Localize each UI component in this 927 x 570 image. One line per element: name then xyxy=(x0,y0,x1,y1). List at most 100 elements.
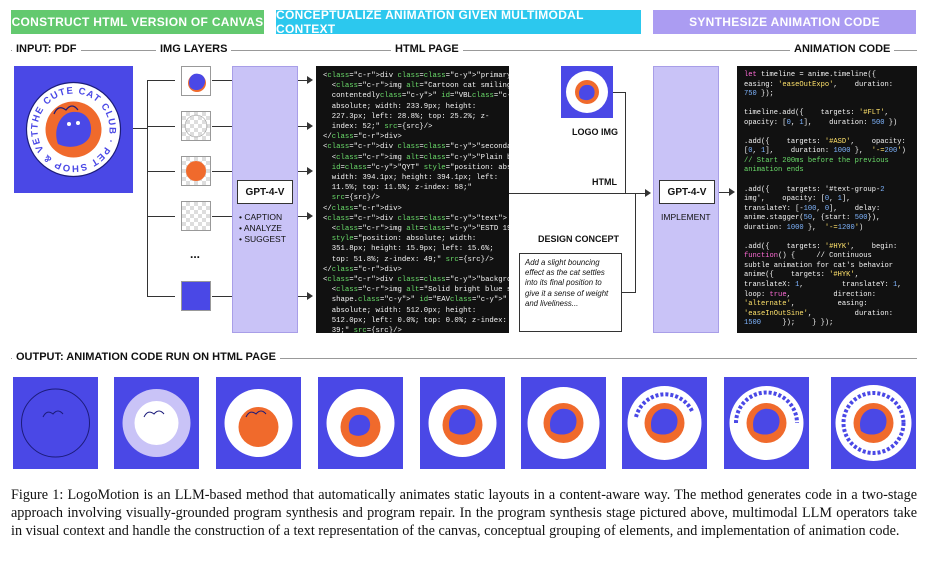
frame-logo-icon xyxy=(729,386,804,460)
arrow-line xyxy=(212,216,232,217)
input-pdf-logo: THE CUTE CAT CLUB · PET SHOP & VET · xyxy=(12,58,133,193)
html-code-line: 227.3px; left: 28.8%; top: 25.2%; z- xyxy=(323,112,490,121)
arrow-line xyxy=(622,292,635,293)
html-code-line: 11.5%; top: 11.5%; z-index: 58;" xyxy=(323,184,472,193)
html-code-line: <class="c-r">img alt="Solid bright blue … xyxy=(323,286,509,295)
label-input-pdf: INPUT: PDF xyxy=(12,43,81,55)
frame-logo-icon xyxy=(835,385,912,461)
label-html: HTML xyxy=(592,177,617,187)
output-frame-8 xyxy=(724,377,809,469)
frame-logo-icon xyxy=(122,389,191,457)
arrow-line xyxy=(212,296,232,297)
anim-code-line: duration: 1000 }, '-=1200') xyxy=(744,223,864,232)
outline-layer-icon xyxy=(184,114,208,138)
arrowhead xyxy=(307,212,313,220)
html-code-line: 512.0px; left: 0.0%; top: 0.0%; z-index: xyxy=(323,316,507,325)
frame-logo-icon xyxy=(21,388,90,458)
anim-code-line: 750 }); xyxy=(744,90,774,99)
anim-code-line xyxy=(744,100,910,110)
html-code-line: 39;" src={src}/> xyxy=(323,327,402,333)
gpt-4v-box-right: GPT-4-V xyxy=(659,180,715,204)
anim-code-line: loop: true, direction: xyxy=(744,290,876,299)
html-code-line: </class="c-r">div> xyxy=(323,265,402,274)
arrow-line xyxy=(613,92,625,93)
anim-code-line: anime({ targets: '#HYK', xyxy=(744,271,859,280)
anim-code-line xyxy=(744,176,910,186)
html-code-line: <class="c-r">img alt="Cartoon cat smilin… xyxy=(323,82,509,91)
arrow-line xyxy=(298,296,308,297)
anim-code-line: translateY: [-100, 0], delay: xyxy=(744,204,881,213)
section-divider xyxy=(11,50,917,51)
output-divider xyxy=(11,358,917,359)
arrowhead xyxy=(645,189,651,197)
frame-logo-icon xyxy=(428,389,497,457)
anim-code-line: 'alternate', easing: xyxy=(744,300,868,309)
output-frame-1 xyxy=(13,377,98,469)
html-code-line: top: 51.8%; z-index: 49;" src={src}/> xyxy=(323,255,494,264)
html-code-line: id=class="c-y">"QYT" style="position: ab… xyxy=(331,163,509,172)
anim-code-line: // Start 200ms before the previous xyxy=(744,156,889,165)
frame-logo-icon xyxy=(627,386,702,460)
output-frame-6 xyxy=(521,377,606,469)
orange-circle-icon xyxy=(186,161,206,181)
html-code-line: index: 52;" src={src}/> xyxy=(323,123,433,132)
anim-code-line: img', opacity: [0, 1], xyxy=(744,195,851,204)
html-code-line: absolute; width: 233.9px; height: xyxy=(323,102,477,111)
cat-club-logo-icon: THE CUTE CAT CLUB · PET SHOP & VET · xyxy=(12,58,122,178)
arrowhead xyxy=(307,76,313,84)
label-animation-code: ANIMATION CODE xyxy=(790,43,895,55)
layer-outline xyxy=(181,111,211,141)
label-output: OUTPUT: ANIMATION CODE RUN ON HTML PAGE xyxy=(12,351,280,363)
html-code-line: shape.class="c-y">" id="EAVclass="c-y">"… xyxy=(323,296,509,305)
arrowhead xyxy=(307,167,313,175)
arrow-line xyxy=(212,126,232,127)
layer-text xyxy=(181,201,211,231)
logo-thumb-icon xyxy=(566,71,608,113)
anim-code-line: opacity: [0, 1], duration: 500 }) xyxy=(744,118,898,127)
arrow-line xyxy=(147,296,175,297)
html-code-line: <class="c-r">img alt=class="c-y">"ESTD 1… xyxy=(323,225,509,234)
html-code-line: src={src}/> xyxy=(331,194,380,203)
anim-code-line: 1500 }); } }); xyxy=(744,319,834,328)
arrow-line xyxy=(298,80,308,81)
arrow-line xyxy=(147,126,175,127)
layers-ellipsis: ... xyxy=(190,247,201,261)
anim-code-line: anime.stagger(50, {start: 500}), xyxy=(744,214,881,223)
output-frame-5 xyxy=(420,377,505,469)
label-img-layers: IMG LAYERS xyxy=(156,43,232,55)
label-implement: IMPLEMENT xyxy=(661,212,711,222)
html-code-line: <class="c-r">div class=class="c-y">"back… xyxy=(323,276,509,285)
gpt-4v-box-left: GPT-4-V xyxy=(237,180,293,204)
output-frame-4 xyxy=(318,377,403,469)
anim-code-line: 'easeInOutSine', duration: xyxy=(744,309,893,318)
arrow-line xyxy=(147,216,175,217)
connector-line xyxy=(133,128,147,129)
arrow-line xyxy=(298,171,308,172)
arrow-line xyxy=(509,193,645,194)
anim-code-line xyxy=(744,233,910,243)
html-code-line: <class="c-r">div class=class="c-y">"prim… xyxy=(323,72,509,80)
bullet-item: • ANALYZE xyxy=(239,223,282,233)
html-code-line: width: 394.1px; height: 394.1px; left: xyxy=(323,174,499,183)
arrow-line xyxy=(212,80,232,81)
html-code-line: absolute; width: 512.0px; height: xyxy=(323,306,477,315)
output-frame-7 xyxy=(622,377,707,469)
arrow-line xyxy=(147,171,175,172)
gpt-bullets: • CAPTION • ANALYZE • SUGGEST xyxy=(239,212,286,245)
anim-code-line: function() { // Continuous xyxy=(744,252,872,261)
html-code-line: </class="c-r">div> xyxy=(323,133,402,142)
layer-cat xyxy=(181,66,211,96)
arrowhead xyxy=(307,122,313,130)
label-logo-img: LOGO IMG xyxy=(572,127,618,137)
caption-text: Figure 1: LogoMotion is an LLM-based met… xyxy=(11,487,917,540)
html-code-line: <class="c-r">div class=class="c-y">"text… xyxy=(323,214,507,223)
anim-code-line: .add({ targets: '#HYK', begin: xyxy=(744,242,898,251)
stage-banner-conceptualize: CONCEPTUALIZE ANIMATION GIVEN MULTIMODAL… xyxy=(276,8,641,36)
connector-line xyxy=(625,92,626,193)
animation-code: let timeline = anime.timeline({easing: '… xyxy=(737,66,917,333)
anim-code-line: timeline.add({ targets: '#FLT', xyxy=(744,109,889,118)
bullet-item: • CAPTION xyxy=(239,212,283,222)
anim-code-line: .add({ targets: '#ASD', opacity: xyxy=(744,137,906,146)
stage-banner-construct: CONSTRUCT HTML VERSION OF CANVAS xyxy=(11,10,264,34)
bullet-item: • SUGGEST xyxy=(239,234,286,244)
